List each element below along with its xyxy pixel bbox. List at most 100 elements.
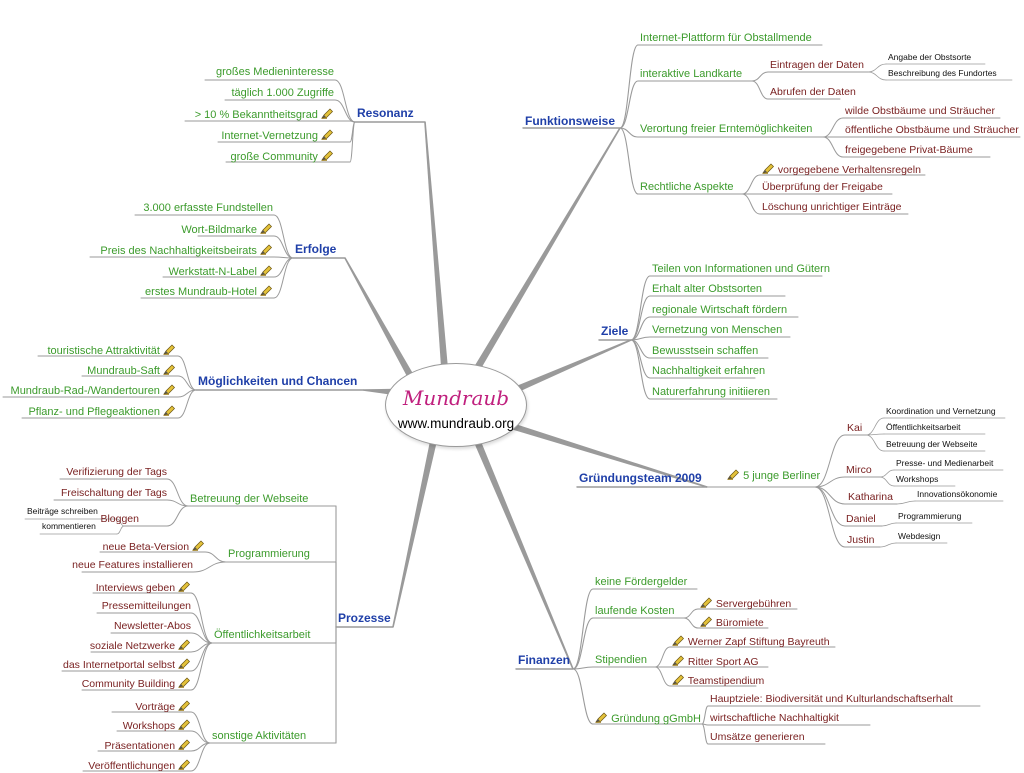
oeffentlichkeit-item[interactable]: Newsletter-Abos: [113, 620, 191, 632]
ziele-item[interactable]: Bewusstsein schaffen: [652, 345, 759, 357]
bloggen-item[interactable]: Beiträge schreiben: [27, 506, 98, 516]
ziele-item[interactable]: Teilen von Informationen und Gütern: [652, 263, 830, 275]
erfolge-item[interactable]: Preis des Nachhaltigkeitsbeirats: [100, 244, 273, 257]
pencil-icon: [672, 655, 685, 666]
bloggen-item[interactable]: kommentieren: [42, 521, 96, 531]
betreuung-item[interactable]: Freischaltung der Tags: [60, 487, 167, 499]
finanzen-gruendung[interactable]: Gründung gGmbH: [595, 712, 701, 725]
laufende-item[interactable]: Büromiete: [700, 616, 764, 629]
oeffentlichkeit-item[interactable]: Pressemitteilungen: [101, 600, 191, 612]
funktionsweise-rechtlich[interactable]: Rechtliche Aspekte: [640, 181, 734, 193]
prozesse-oeffentlichkeit[interactable]: Öffentlichkeitsarbeit: [214, 629, 311, 641]
gruendung-item[interactable]: wirtschaftliche Nachhaltigkit: [710, 712, 839, 724]
oeffentlichkeit-item[interactable]: Interviews geben: [96, 581, 191, 594]
eintragen-item[interactable]: Angabe der Obstsorte: [888, 52, 972, 62]
pencil-icon: [260, 223, 273, 234]
kai-item[interactable]: Öffentlichkeitsarbeit: [886, 422, 961, 432]
prozesse-sonstige[interactable]: sonstige Aktivitäten: [212, 730, 307, 742]
central-node[interactable]: Mundraub www.mundraub.org: [385, 363, 527, 447]
rechtlich-item[interactable]: Überprüfung der Freigabe: [762, 181, 883, 193]
gruendung-item[interactable]: Hauptziele: Biodiversität und Kulturland…: [710, 693, 953, 705]
pencil-icon: [178, 739, 191, 750]
resonanz-item[interactable]: großes Medieninteresse: [215, 66, 334, 78]
branch-prozesse[interactable]: Prozesse: [338, 611, 391, 625]
katharina-item[interactable]: Innovationsökonomie: [917, 489, 998, 499]
verortung-item[interactable]: wilde Obstbäume und Sträucher: [845, 105, 995, 117]
kai-item[interactable]: Betreuung der Webseite: [886, 439, 978, 449]
justin-item[interactable]: Webdesign: [898, 531, 941, 541]
resonanz-item[interactable]: > 10 % Bekanntheitsgrad: [195, 108, 334, 121]
oeffentlichkeit-item[interactable]: Community Building: [82, 677, 191, 690]
ziele-item[interactable]: Naturerfahrung initiieren: [652, 386, 771, 398]
pencil-icon: [595, 712, 608, 723]
stipendien-item[interactable]: Teamstipendium: [672, 674, 764, 687]
finanzen-keine[interactable]: keine Fördergelder: [595, 576, 688, 588]
resonanz-item[interactable]: täglich 1.000 Zugriffe: [231, 87, 334, 99]
team-mirco[interactable]: Mirco: [846, 464, 872, 476]
resonanz-item[interactable]: Internet-Vernetzung: [221, 129, 334, 142]
landkarte-eintragen[interactable]: Eintragen der Daten: [770, 59, 864, 71]
programmierung-item[interactable]: neue Features installieren: [72, 559, 193, 571]
moeglichkeiten-item[interactable]: Mundraub-Rad-/Wandertouren: [11, 384, 176, 397]
branch-gruendungsteam[interactable]: Gründungsteam 2009: [579, 471, 702, 485]
rechtlich-item[interactable]: vorgegebene Verhaltensregeln: [762, 163, 921, 176]
moeglichkeiten-item[interactable]: Mundraub-Saft: [87, 364, 176, 377]
programmierung-item[interactable]: neue Beta-Version: [103, 540, 205, 553]
pencil-icon: [163, 405, 176, 416]
team-justin[interactable]: Justin: [847, 534, 875, 546]
verortung-item[interactable]: öffentliche Obstbäume und Sträucher: [845, 124, 1019, 136]
team-daniel[interactable]: Daniel: [846, 513, 876, 525]
pencil-icon: [700, 597, 713, 608]
ziele-item[interactable]: regionale Wirtschaft fördern: [652, 304, 788, 316]
resonanz-item[interactable]: große Community: [231, 150, 334, 163]
sonstige-item[interactable]: Vorträge: [135, 700, 191, 713]
ziele-item[interactable]: Erhalt alter Obstsorten: [652, 283, 763, 295]
gruendungsteam-berliner[interactable]: 5 junge Berliner: [727, 469, 820, 482]
betreuung-item[interactable]: Verifizierung der Tags: [66, 466, 167, 478]
team-kai[interactable]: Kai: [847, 422, 863, 434]
branch-erfolge[interactable]: Erfolge: [295, 242, 337, 256]
funktionsweise-landkarte[interactable]: interaktive Landkarte: [640, 68, 743, 80]
branch-funktionsweise[interactable]: Funktionsweise: [525, 114, 616, 128]
daniel-item[interactable]: Programmierung: [898, 511, 962, 521]
branch-moeglichkeiten[interactable]: Möglichkeiten und Chancen: [198, 374, 358, 388]
oeffentlichkeit-item[interactable]: das Internetportal selbst: [63, 658, 191, 671]
mirco-item[interactable]: Workshops: [896, 474, 939, 484]
rechtlich-item[interactable]: Löschung unrichtiger Einträge: [762, 201, 902, 213]
erfolge-item[interactable]: Wort-Bildmarke: [181, 223, 273, 236]
funktionsweise-verortung[interactable]: Verortung freier Erntemöglichkeiten: [640, 123, 813, 135]
finanzen-stipendien[interactable]: Stipendien: [595, 654, 647, 666]
branch-ziele[interactable]: Ziele: [601, 324, 629, 338]
landkarte-abrufen[interactable]: Abrufen der Daten: [770, 86, 856, 98]
branch-resonanz[interactable]: Resonanz: [357, 106, 414, 120]
team-katharina[interactable]: Katharina: [848, 491, 893, 503]
betreuung-item[interactable]: Bloggen: [100, 513, 139, 525]
central-url: www.mundraub.org: [397, 416, 515, 431]
sonstige-item[interactable]: Veröffentlichungen: [88, 759, 191, 772]
stipendien-item[interactable]: Werner Zapf Stiftung Bayreuth: [672, 635, 830, 648]
branch-finanzen[interactable]: Finanzen: [518, 653, 571, 667]
erfolge-item[interactable]: Werkstatt-N-Label: [169, 265, 274, 278]
ziele-item[interactable]: Nachhaltigkeit erfahren: [652, 365, 766, 377]
gruendung-item[interactable]: Umsätze generieren: [710, 731, 805, 743]
prozesse-betreuung[interactable]: Betreuung der Webseite: [190, 493, 309, 505]
stipendien-item[interactable]: Ritter Sport AG: [672, 655, 759, 668]
sonstige-item[interactable]: Präsentationen: [104, 739, 191, 752]
moeglichkeiten-item[interactable]: touristische Attraktivität: [47, 344, 176, 357]
pencil-icon: [672, 674, 685, 685]
laufende-item[interactable]: Servergebühren: [700, 597, 791, 610]
pencil-icon: [260, 244, 273, 255]
oeffentlichkeit-item[interactable]: soziale Netzwerke: [90, 639, 191, 652]
mirco-item[interactable]: Presse- und Medienarbeit: [896, 458, 994, 468]
verortung-item[interactable]: freigegebene Privat-Bäume: [845, 144, 973, 156]
prozesse-programmierung[interactable]: Programmierung: [228, 548, 310, 560]
funktionsweise-plattform[interactable]: Internet-Plattform für Obstallmende: [640, 32, 812, 44]
kai-item[interactable]: Koordination und Vernetzung: [886, 406, 996, 416]
ziele-item[interactable]: Vernetzung von Menschen: [652, 324, 783, 336]
erfolge-item[interactable]: 3.000 erfasste Fundstellen: [143, 202, 273, 214]
eintragen-item[interactable]: Beschreibung des Fundortes: [888, 68, 997, 78]
sonstige-item[interactable]: Workshops: [123, 719, 191, 732]
finanzen-laufende[interactable]: laufende Kosten: [595, 605, 675, 617]
erfolge-item[interactable]: erstes Mundraub-Hotel: [145, 285, 273, 298]
moeglichkeiten-item[interactable]: Pflanz- und Pflegeaktionen: [28, 405, 176, 418]
